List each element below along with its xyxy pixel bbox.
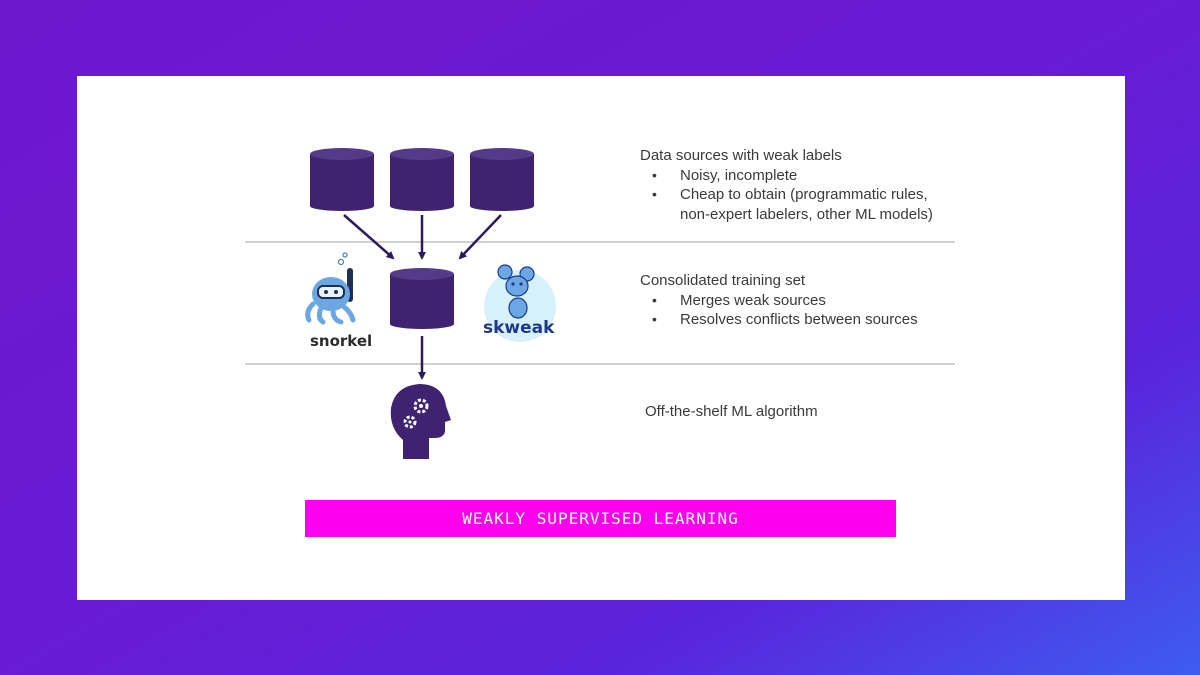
- row-3-heading: Off-the-shelf ML algorithm: [645, 403, 818, 420]
- row-2-bullet-list: Merges weak sources Resolves conflicts b…: [640, 291, 1000, 330]
- database-icon: [310, 148, 374, 211]
- arrow-source-1: [343, 214, 395, 260]
- brain-gears-icon: [390, 384, 451, 459]
- database-icon: [470, 148, 534, 211]
- slide-card: snorkel skweak Data sources with weak la…: [77, 76, 1125, 600]
- bullet-item: Resolves conflicts between sources: [640, 310, 1000, 330]
- title-banner: WEAKLY SUPERVISED LEARNING: [305, 500, 896, 537]
- bullet-continuation: non-expert labelers, other ML models): [680, 205, 933, 223]
- row-2-heading: Consolidated training set: [640, 272, 806, 289]
- snorkel-logo-text: snorkel: [310, 332, 372, 350]
- skweak-logo: skweak: [483, 264, 556, 342]
- database-icon: [390, 268, 454, 329]
- bullet-item: Noisy, incomplete: [640, 166, 1000, 186]
- row-2-text: Consolidated training set Merges weak so…: [640, 271, 1000, 330]
- database-icon: [390, 148, 454, 211]
- snorkel-logo: snorkel: [305, 252, 372, 350]
- skweak-logo-text: skweak: [483, 318, 555, 338]
- row-3-text: Off-the-shelf ML algorithm: [645, 402, 945, 422]
- row-1-heading: Data sources with weak labels: [640, 147, 842, 164]
- row-1-bullet-list: Noisy, incomplete Cheap to obtain (progr…: [640, 166, 1000, 205]
- diagram-canvas: snorkel skweak: [245, 148, 955, 459]
- row-1-text: Data sources with weak labels Noisy, inc…: [640, 146, 1000, 224]
- arrow-source-3: [458, 214, 502, 260]
- bullet-item: Cheap to obtain (programmatic rules,: [640, 185, 1000, 205]
- bullet-item: Merges weak sources: [640, 291, 1000, 311]
